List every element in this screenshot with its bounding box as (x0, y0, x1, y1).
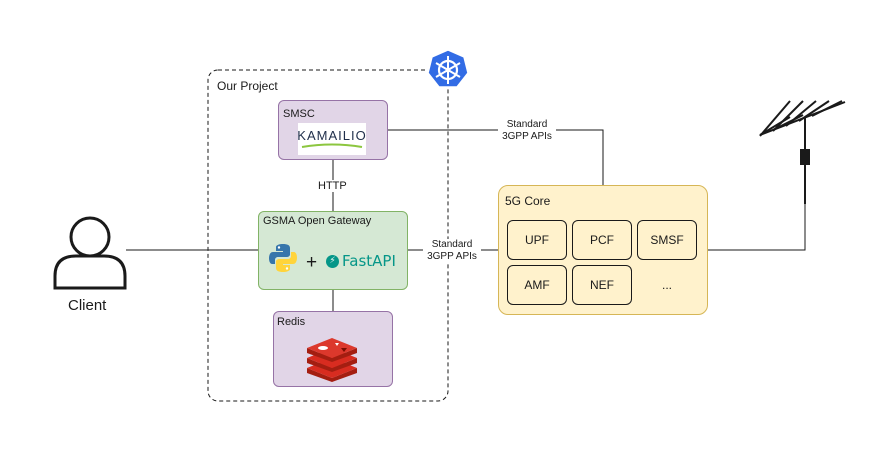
core-cell-nef: NEF (572, 265, 632, 305)
fastapi-logo-text: FastAPI (342, 252, 396, 270)
python-icon (269, 244, 297, 272)
core-cell-amf: AMF (507, 265, 567, 305)
gateway-label: GSMA Open Gateway (263, 215, 372, 227)
core-cell-more: ... (661, 278, 672, 292)
edge-label-mid-line1: Standard (431, 239, 473, 250)
edge-label-top: Standard 3GPP APIs (498, 119, 556, 143)
antenna-icon (759, 100, 846, 204)
edge-label-mid: Standard 3GPP APIs (423, 239, 481, 263)
kamailio-swoosh (301, 143, 363, 148)
core-cell-pcf: PCF (572, 220, 632, 260)
core-label: 5G Core (505, 194, 551, 208)
kamailio-logo: KAMAILIO (297, 123, 367, 155)
http-edge-label: HTTP (318, 180, 347, 192)
kubernetes-icon (427, 49, 469, 88)
core-cell-upf: UPF (507, 220, 567, 260)
edge-label-top-line2: 3GPP APIs (502, 131, 552, 142)
edge-smsc-core (388, 129, 604, 185)
project-boundary (207, 69, 449, 402)
redis-label: Redis (277, 316, 306, 328)
user-icon (53, 216, 127, 290)
client-label: Client (68, 297, 107, 314)
kamailio-logo-text: KAMAILIO (297, 128, 367, 143)
core-cell-smsf: SMSF (637, 220, 697, 260)
redis-icon (307, 338, 357, 382)
fastapi-bolt-icon: ⚡ (326, 254, 339, 268)
edge-label-mid-line2: 3GPP APIs (427, 251, 477, 262)
fastapi-logo: ⚡ FastAPI (326, 252, 396, 270)
plus-sign: + (306, 252, 318, 273)
project-label: Our Project (217, 79, 278, 93)
smsc-label: SMSC (283, 108, 315, 120)
edge-core-antenna (708, 170, 806, 251)
edge-label-top-line1: Standard (506, 119, 548, 130)
